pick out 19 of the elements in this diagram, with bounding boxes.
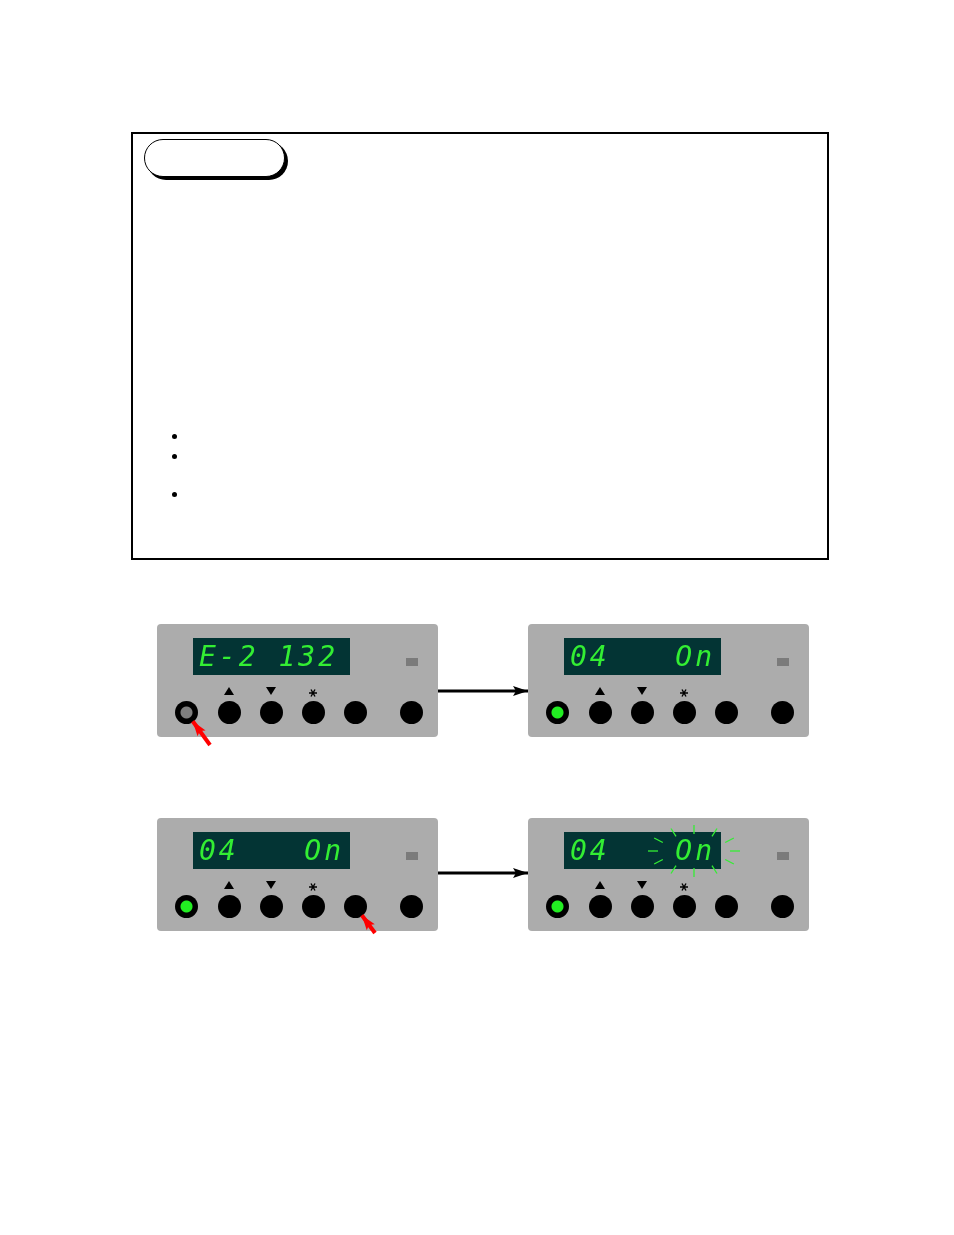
display-readout: 04 bbox=[570, 837, 610, 865]
display-readout: On bbox=[675, 837, 715, 865]
display-readout: On bbox=[304, 837, 344, 865]
display-readout: 04 bbox=[199, 837, 239, 865]
heading-pill bbox=[144, 139, 285, 177]
arrow bbox=[438, 868, 528, 878]
control-panel bbox=[157, 624, 438, 737]
display-readout: E-2 132 bbox=[199, 643, 338, 671]
control-panel bbox=[528, 624, 809, 737]
push-button-icon bbox=[343, 894, 367, 918]
note-box bbox=[131, 132, 829, 560]
display-readout: 04 bbox=[570, 643, 610, 671]
pointer-arrow bbox=[360, 914, 377, 935]
display-readout: On bbox=[675, 643, 715, 671]
control-panel bbox=[528, 818, 809, 931]
lamp-button-icon bbox=[174, 700, 198, 724]
control-panel bbox=[157, 818, 438, 931]
arrow bbox=[438, 686, 528, 696]
pointer-arrow bbox=[191, 720, 212, 747]
